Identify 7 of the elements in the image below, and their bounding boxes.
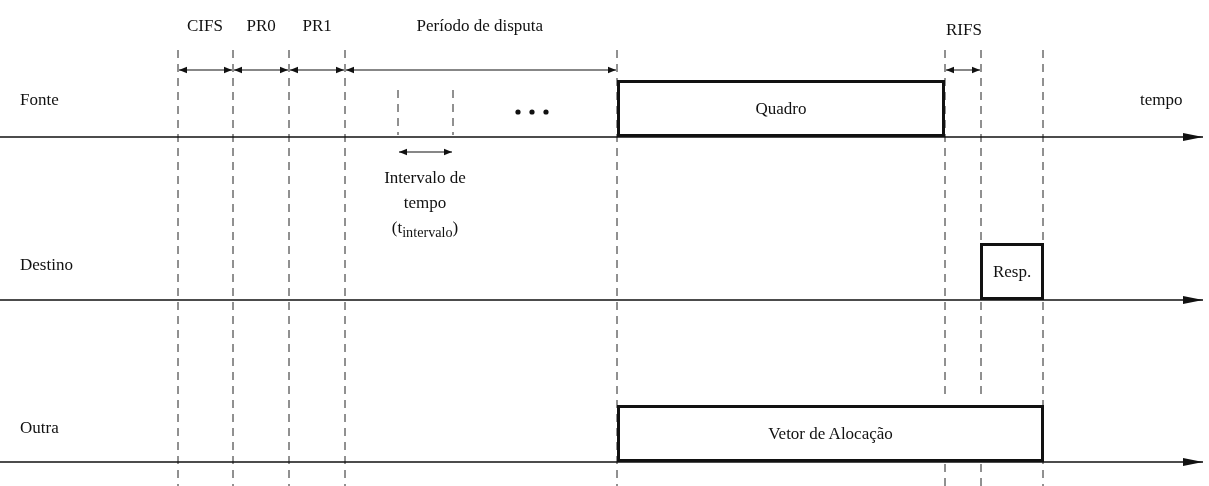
box-label: Vetor de Alocação — [768, 423, 893, 444]
box-label: Quadro — [755, 98, 807, 119]
frame-box — [617, 405, 1044, 462]
box-label: Resp. — [992, 261, 1032, 282]
frame-box — [980, 243, 1044, 300]
frame-box — [617, 80, 945, 137]
interval-label: Período de disputa — [416, 16, 544, 36]
